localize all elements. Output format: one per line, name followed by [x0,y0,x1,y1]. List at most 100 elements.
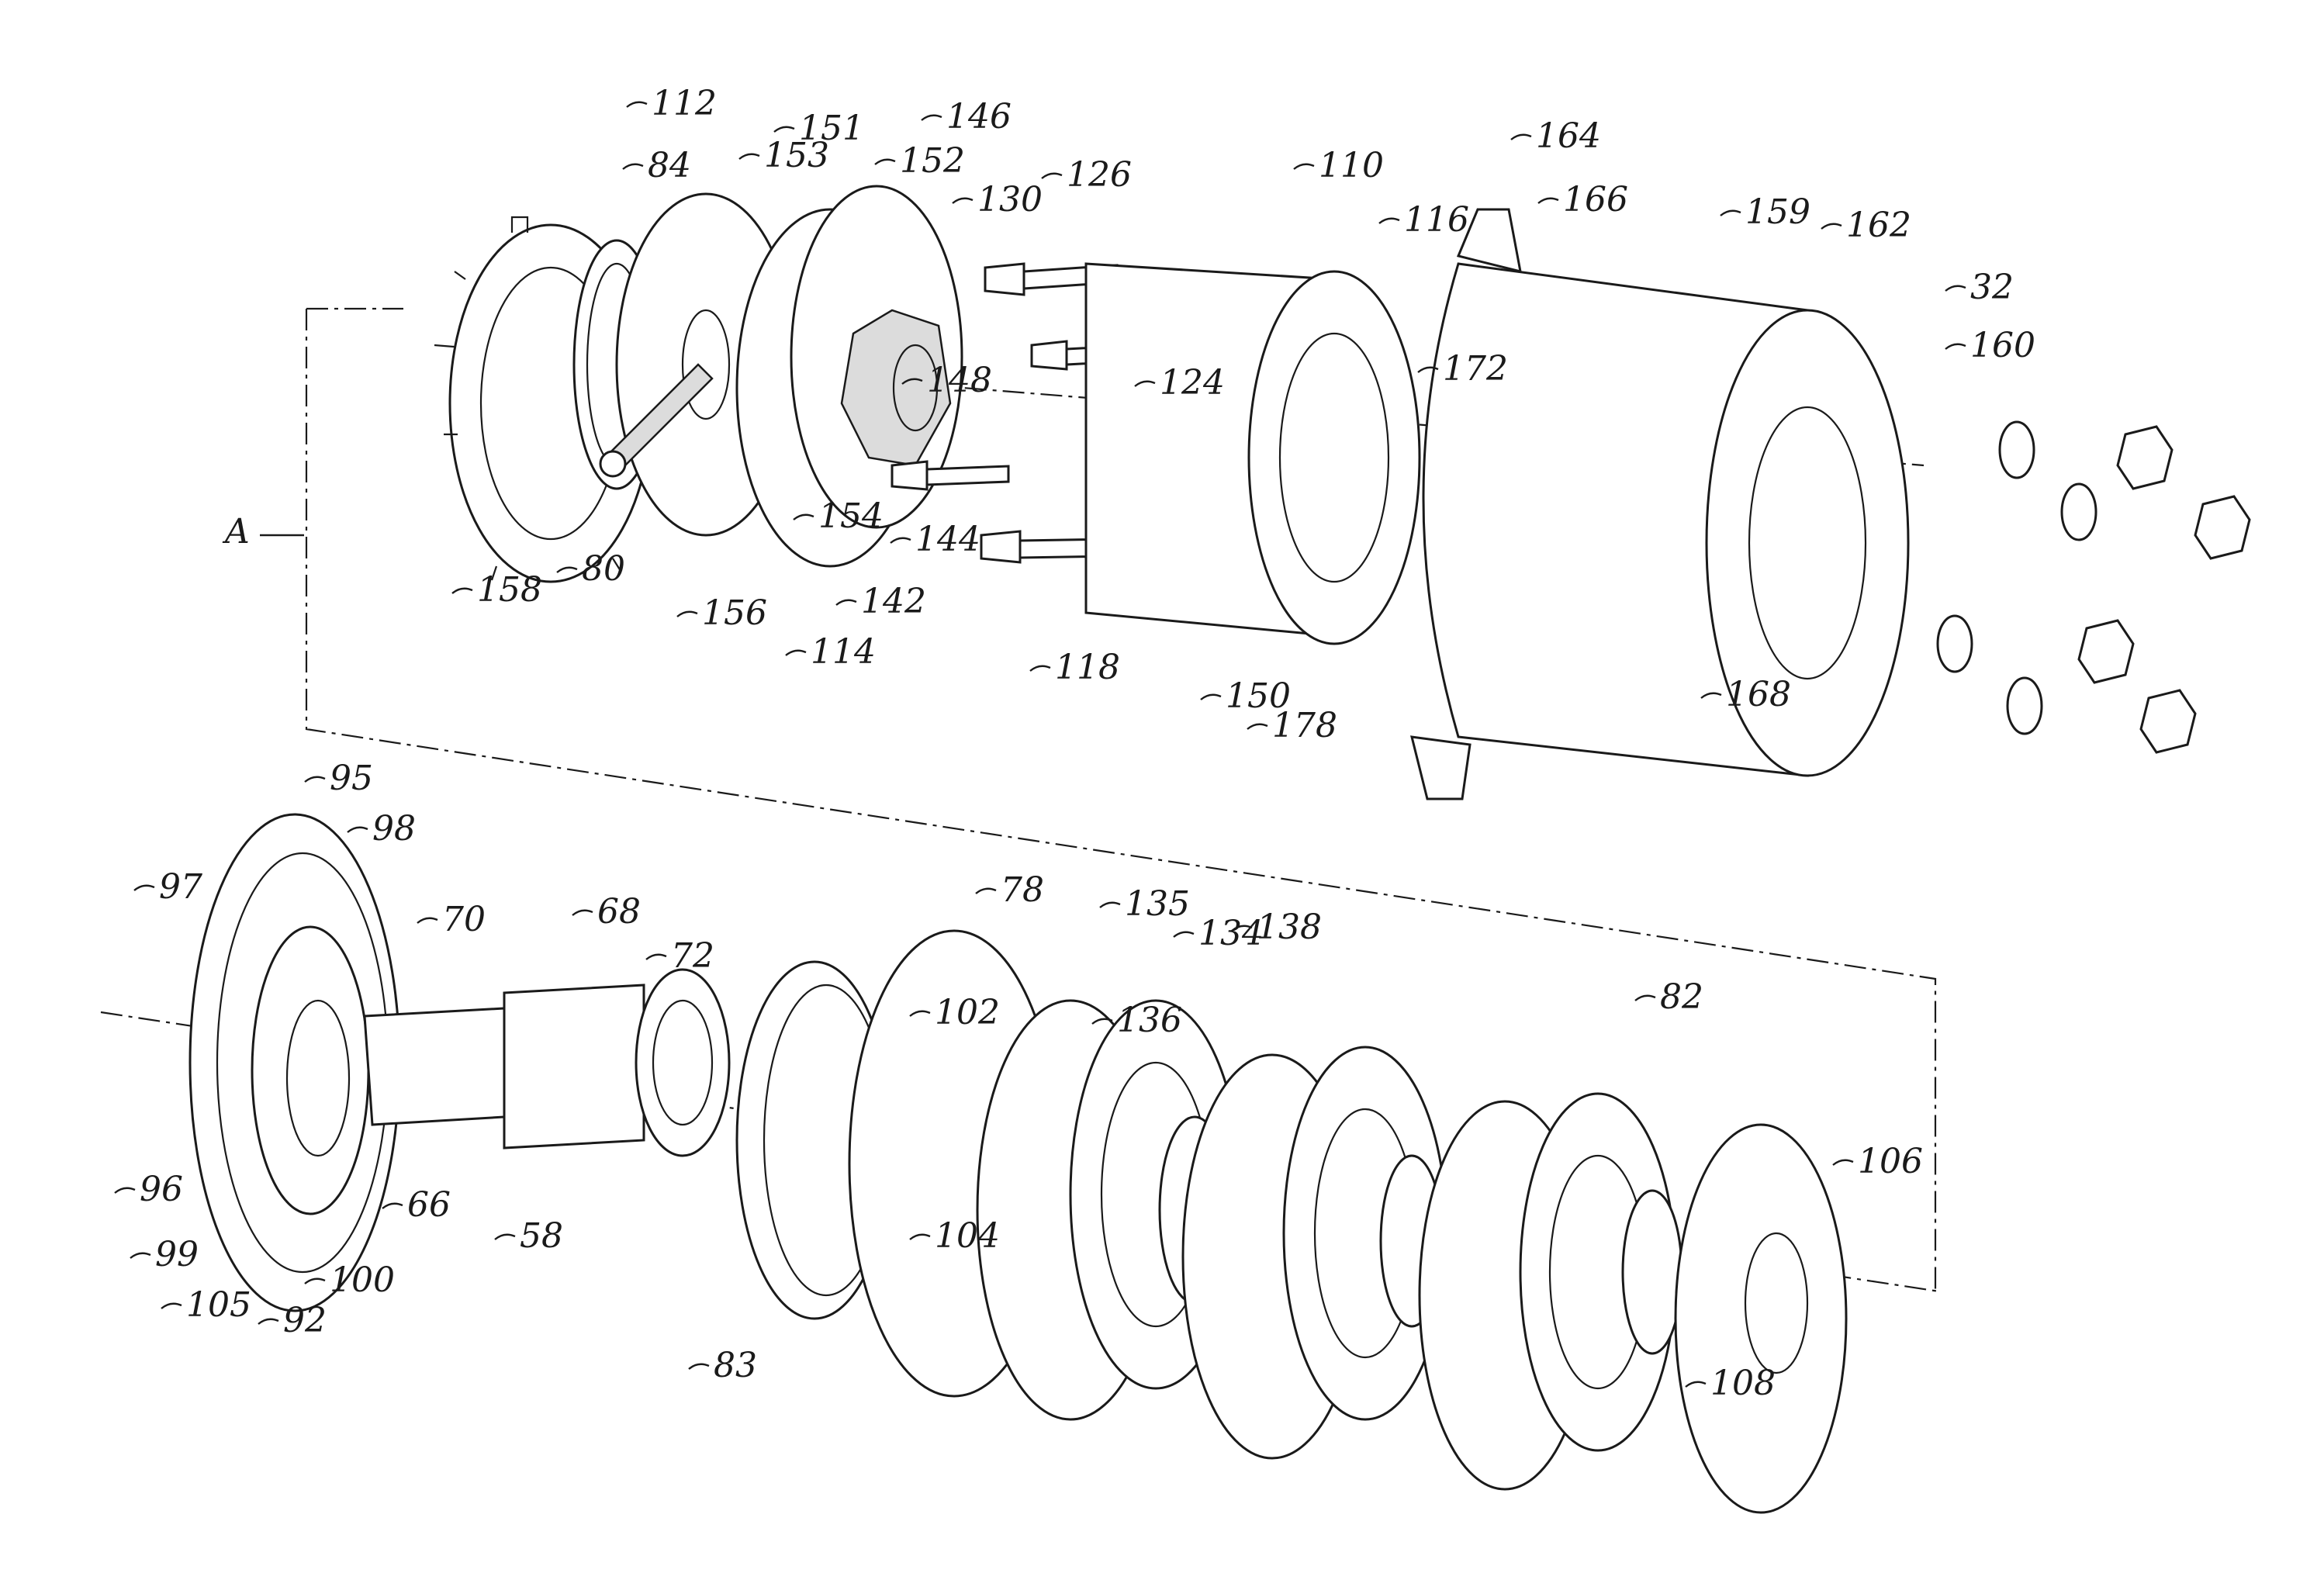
leader-162 [1821,224,1842,229]
ref-label-114: 114 [811,632,876,672]
leader-110 [1294,164,1314,169]
ref-label-158: 158 [477,570,542,610]
ref-label-160: 160 [1970,326,2035,365]
ref-label-95: 95 [330,759,373,798]
ref-label-98: 98 [372,809,416,849]
ref-label-97: 97 [159,867,202,907]
ref-label-153: 153 [764,136,829,175]
ref-label-152: 152 [900,141,965,181]
ref-label-118: 118 [1055,648,1120,687]
ref-label-154: 154 [818,496,884,536]
leader-112 [627,102,647,107]
ref-label-110: 110 [1319,146,1384,185]
leader-116 [1379,219,1399,223]
shaft-58 [365,970,729,1156]
ref-label-159: 159 [1745,192,1810,232]
leader-153 [739,154,759,159]
leader-32 [1945,286,1966,291]
ref-label-178: 178 [1272,706,1337,745]
ref-label-172: 172 [1443,349,1508,389]
ref-label-124: 124 [1160,363,1225,403]
leader-146 [922,116,942,120]
ref-label-142: 142 [861,582,926,621]
ref-label-82: 82 [1660,977,1703,1017]
ref-label-104: 104 [935,1216,1000,1256]
cage-110 [1086,264,1420,644]
leader-151 [774,127,794,132]
ref-label-68: 68 [597,892,641,932]
leader-106 [1833,1160,1853,1165]
leader-152 [875,160,895,164]
ref-label-83: 83 [714,1346,757,1385]
leader-144 [891,538,911,543]
leader-98 [348,828,368,832]
ref-label-138: 138 [1257,908,1322,947]
leader-126 [1042,174,1062,178]
leader-83 [689,1364,709,1369]
leader-178 [1247,724,1267,729]
leader-114 [786,651,806,655]
ref-label-130: 130 [977,180,1043,220]
leader-95 [305,777,325,782]
section-label-a: A [222,512,250,551]
ref-label-80: 80 [582,549,625,589]
ref-label-148: 148 [927,361,992,400]
leader-92 [258,1319,278,1324]
ref-label-78: 78 [1001,870,1044,910]
ref-label-156: 156 [702,593,767,633]
plate-stack [977,1001,1846,1512]
leader-66 [382,1204,403,1208]
leader-134 [1174,932,1194,937]
leader-97 [134,886,154,890]
ref-label-32: 32 [1970,268,2014,307]
ref-label-126: 126 [1067,155,1132,195]
leader-96 [115,1188,135,1193]
leader-135 [1100,903,1120,908]
ref-label-100: 100 [330,1260,395,1300]
leader-130 [953,199,973,203]
leader-118 [1030,666,1050,671]
ref-label-168: 168 [1726,675,1791,714]
ref-label-58: 58 [520,1216,563,1256]
ref-label-146: 146 [946,97,1012,137]
ref-label-108: 108 [1710,1364,1776,1403]
ref-label-96: 96 [140,1170,183,1209]
leader-58 [495,1235,515,1239]
ref-label-105: 105 [186,1285,251,1325]
leader-150 [1201,695,1221,700]
leader-166 [1538,199,1558,203]
ref-label-70: 70 [442,900,486,939]
leader-159 [1721,211,1741,216]
leader-99 [130,1253,150,1258]
ref-label-106: 106 [1858,1142,1923,1181]
ref-label-99: 99 [155,1235,199,1274]
ref-label-116: 116 [1404,200,1469,240]
leader-164 [1511,135,1531,140]
ref-label-84: 84 [648,146,691,185]
leader-72 [646,955,666,959]
ref-label-144: 144 [915,520,980,559]
ref-label-162: 162 [1846,206,1911,245]
leader-105 [161,1304,182,1309]
leader-142 [836,600,856,605]
leader-70 [417,918,437,923]
housing-159 [1412,209,1908,799]
leader-68 [572,911,593,915]
leader-160 [1945,344,1966,349]
ref-label-164: 164 [1536,116,1601,156]
ref-label-135: 135 [1125,884,1190,924]
ref-label-136: 136 [1117,1001,1182,1040]
leader-78 [976,889,996,894]
leader-156 [677,612,697,617]
leader-158 [452,589,472,593]
ref-label-134: 134 [1198,914,1264,953]
ref-label-92: 92 [283,1301,327,1340]
ref-label-72: 72 [671,936,714,976]
ref-label-102: 102 [935,993,1000,1032]
ref-label-66: 66 [407,1185,451,1225]
ref-label-112: 112 [652,84,717,123]
ref-label-166: 166 [1563,180,1628,220]
nuts-washers [1938,422,2250,752]
